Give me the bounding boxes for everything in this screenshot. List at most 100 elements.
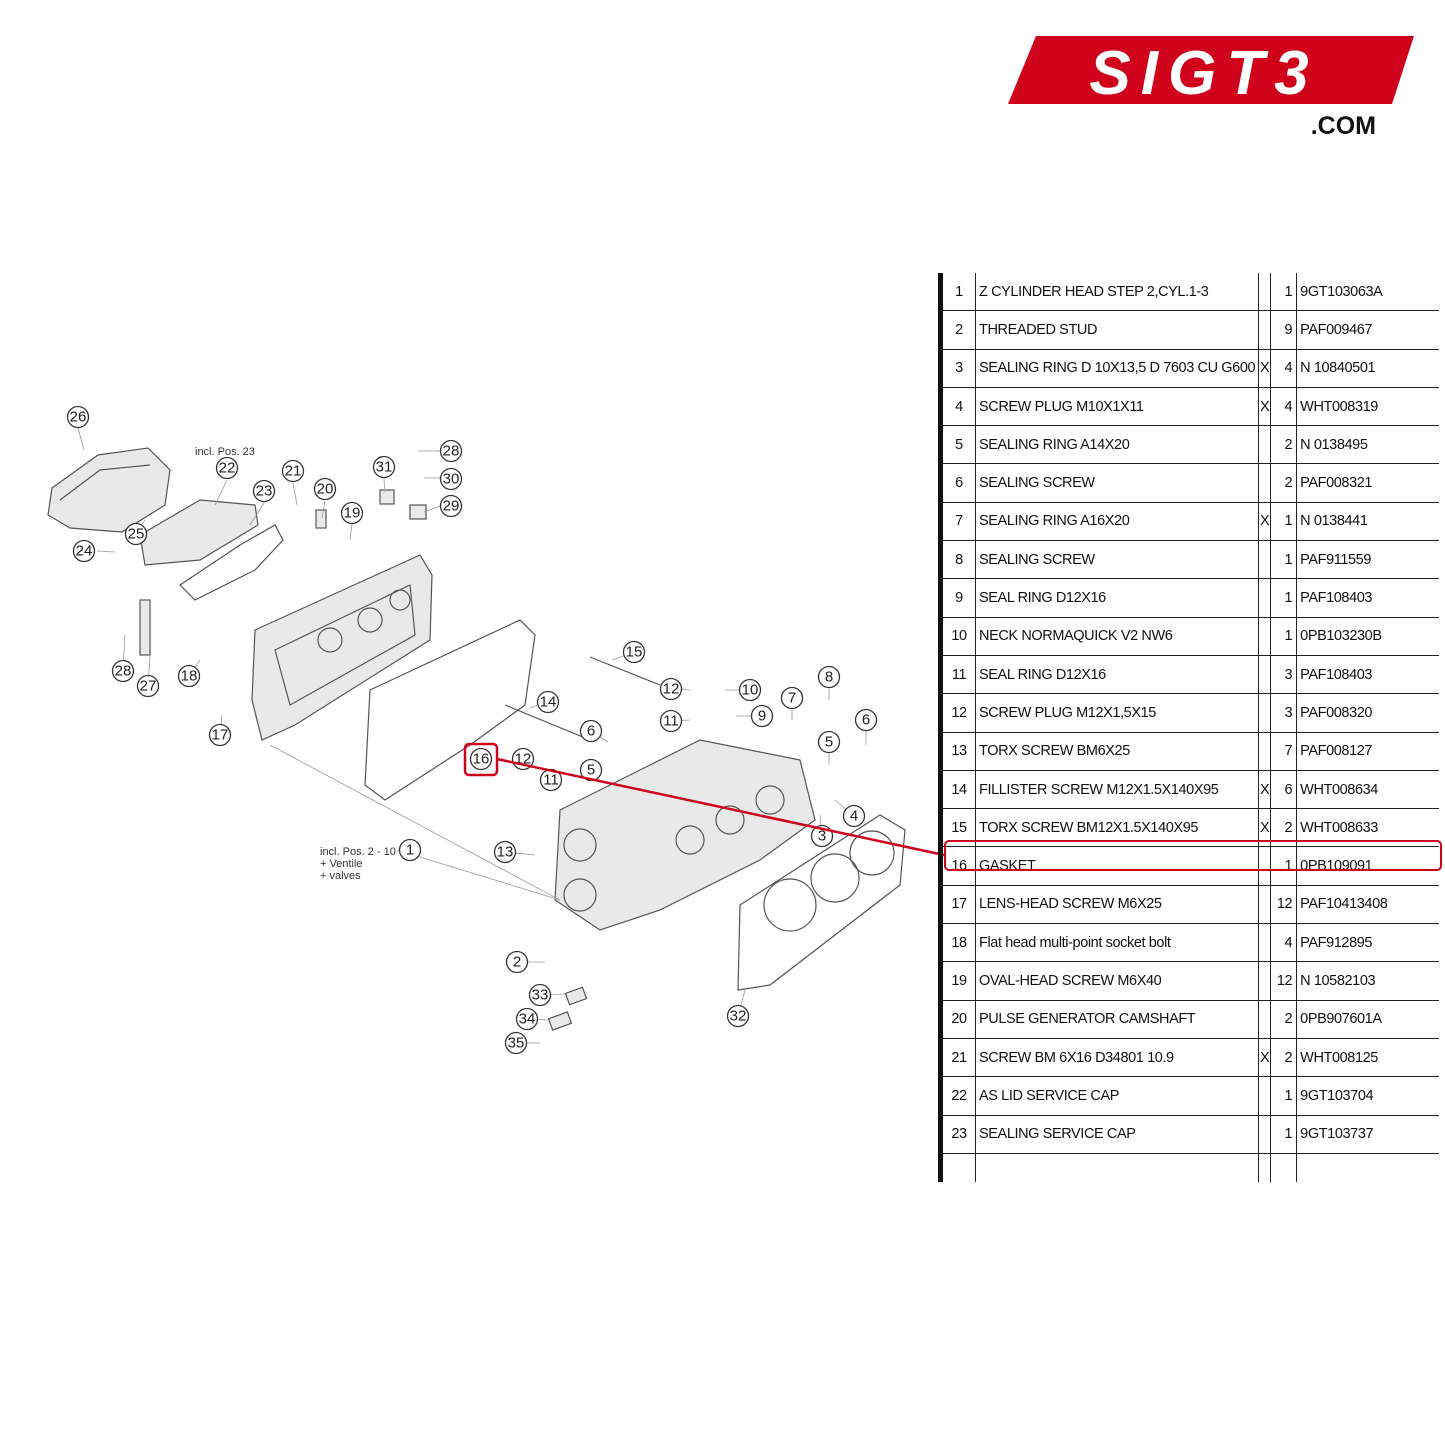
row-x-flag [1258,846,1272,886]
row-position: 23 [940,1115,976,1154]
row-position: 2 [940,310,976,350]
highlighted-row-box [944,840,1442,871]
row-x-flag [1258,1115,1272,1154]
row-part-name: SEALING RING A14X20 [975,425,1260,465]
callout-4[interactable]: 4 [842,804,866,828]
callout-8[interactable]: 8 [817,665,841,689]
brand-logo[interactable]: SIGT3 .COM [1008,34,1414,142]
svg-text:16: 16 [473,751,490,768]
callout-28a[interactable]: 28 [111,659,135,683]
callout-23[interactable]: 23 [252,479,276,503]
row-position: 5 [940,425,976,465]
row-quantity: 2 [1270,463,1298,503]
row-position: 19 [940,961,976,1001]
callout-15[interactable]: 15 [622,640,646,664]
row-part-name: SEALING SCREW [975,540,1260,580]
row-position: 8 [940,540,976,580]
callout-12a[interactable]: 12 [659,677,683,701]
callout-11a[interactable]: 11 [659,709,683,733]
callout-26[interactable]: 26 [66,405,90,429]
svg-text:1: 1 [406,842,414,859]
row-quantity: 2 [1270,1000,1298,1039]
callout-19[interactable]: 19 [340,501,364,525]
row-part-name: OVAL-HEAD SCREW M6X40 [975,961,1260,1001]
callout-20[interactable]: 20 [313,477,337,501]
svg-text:6: 6 [587,723,595,740]
callout-11b[interactable]: 11 [539,768,563,792]
row-quantity: 1 [1270,617,1298,656]
callout-5b[interactable]: 5 [579,758,603,782]
callout-12b[interactable]: 12 [511,747,535,771]
row-position: 6 [940,463,976,503]
callout-22[interactable]: 22 [215,456,239,480]
callout-3[interactable]: 3 [810,824,834,848]
callout-28b[interactable]: 28 [439,439,463,463]
callout-6a[interactable]: 6 [854,708,878,732]
callout-33[interactable]: 33 [528,983,552,1007]
callout-29[interactable]: 29 [439,494,463,518]
callout-10[interactable]: 10 [738,678,762,702]
callout-7[interactable]: 7 [780,686,804,710]
callout-9[interactable]: 9 [750,704,774,728]
callout-16[interactable]: 16 [469,747,493,771]
callout-30[interactable]: 30 [439,467,463,491]
row-position: 14 [940,770,976,810]
row-part-name: PULSE GENERATOR CAMSHAFT [975,1000,1260,1039]
row-part-name: Flat head multi-point socket bolt [975,923,1260,963]
svg-text:19: 19 [344,505,361,522]
row-position: 1 [940,273,976,312]
callout-24[interactable]: 24 [72,539,96,563]
callout-31[interactable]: 31 [372,455,396,479]
row-x-flag [1258,923,1272,963]
callout-17[interactable]: 17 [208,723,232,747]
callout-5a[interactable]: 5 [817,730,841,754]
row-position: 13 [940,732,976,771]
svg-text:11: 11 [543,772,559,789]
callout-32[interactable]: 32 [726,1004,750,1028]
callout-2[interactable]: 2 [505,950,529,974]
row-part-name: AS LID SERVICE CAP [975,1076,1260,1116]
logo-domain: .COM [1311,112,1376,140]
row-part-number: PAF008320 [1296,693,1440,733]
callout-35[interactable]: 35 [504,1031,528,1055]
svg-text:15: 15 [626,644,643,661]
row-part-number: PAF108403 [1296,655,1440,695]
callout-13[interactable]: 13 [493,840,517,864]
row-part-number: PAF10413408 [1296,885,1440,925]
callout-18[interactable]: 18 [177,664,201,688]
row-quantity: 4 [1270,349,1298,388]
callout-1[interactable]: 1 [398,838,422,862]
svg-text:30: 30 [443,471,460,488]
callout-34[interactable]: 34 [515,1007,539,1031]
row-x-flag: X [1258,1038,1272,1078]
callout-27[interactable]: 27 [136,674,160,698]
row-position: 10 [940,617,976,656]
logo-banner [1008,36,1414,104]
callout-14[interactable]: 14 [536,690,560,714]
callout-25[interactable]: 25 [124,522,148,546]
callout-6b[interactable]: 6 [579,719,603,743]
callout-21[interactable]: 21 [281,459,305,483]
